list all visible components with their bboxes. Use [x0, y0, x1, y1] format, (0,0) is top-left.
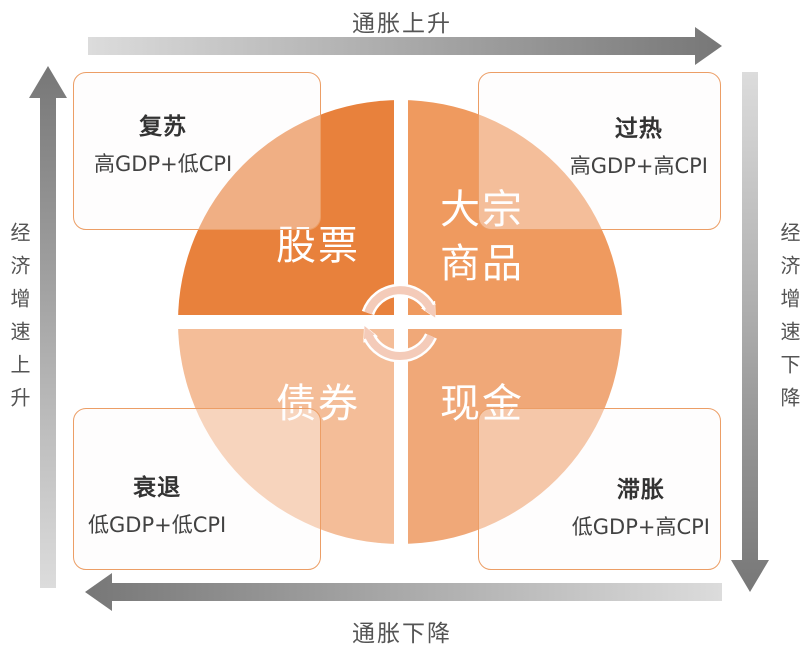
phase-formula-stagflation: 低GDP+高CPI	[571, 515, 710, 539]
inflation-up-arrow	[88, 27, 722, 65]
phase-formula-recovery: 高GDP+低CPI	[94, 152, 233, 176]
phase-card-recession-text: 衰退 低GDP+低CPI	[88, 468, 226, 539]
phase-card-recovery-text: 复苏 高GDP+低CPI	[94, 107, 232, 178]
phase-title-stagflation: 滞胀	[616, 477, 665, 503]
axis-label-growth-down: 经济增速下降	[777, 222, 800, 420]
asset-clock-circle: 股票 大宗 商品 债券 现金	[178, 100, 622, 544]
growth-down-arrow	[731, 72, 769, 592]
quadrant-commodities	[408, 100, 622, 315]
phase-card-recovery: 复苏 高GDP+低CPI	[73, 72, 321, 230]
quadrant-cash	[408, 329, 622, 544]
asset-label-commodities: 大宗 商品	[440, 183, 524, 291]
phase-card-stagflation: 滞胀 低GDP+高CPI	[478, 408, 721, 570]
phase-title-recovery: 复苏	[139, 114, 188, 140]
quadrant-stocks	[178, 100, 394, 315]
axis-label-inflation-down: 通胀下降	[352, 621, 452, 645]
quadrant-bonds	[178, 329, 394, 544]
phase-card-overheat-text: 过热 高GDP+高CPI	[570, 109, 708, 180]
phase-title-recession: 衰退	[133, 475, 182, 501]
asset-label-stocks: 股票	[276, 223, 360, 269]
asset-label-commodities-line2: 商品	[440, 241, 524, 287]
inflation-down-arrow	[85, 573, 722, 611]
phase-title-overheat: 过热	[614, 116, 663, 142]
phase-formula-overheat: 高GDP+高CPI	[569, 154, 708, 178]
phase-card-stagflation-text: 滞胀 低GDP+高CPI	[572, 470, 710, 541]
axis-label-inflation-up: 通胀上升	[352, 11, 452, 37]
growth-up-arrow	[29, 66, 67, 588]
axis-label-growth-up: 经济增速上升	[7, 222, 31, 420]
phase-card-recession: 衰退 低GDP+低CPI	[73, 408, 321, 570]
phase-formula-recession: 低GDP+低CPI	[88, 513, 227, 537]
clockwise-cycle-arrows-icon	[361, 283, 437, 363]
phase-card-overheat: 过热 高GDP+高CPI	[478, 72, 721, 230]
